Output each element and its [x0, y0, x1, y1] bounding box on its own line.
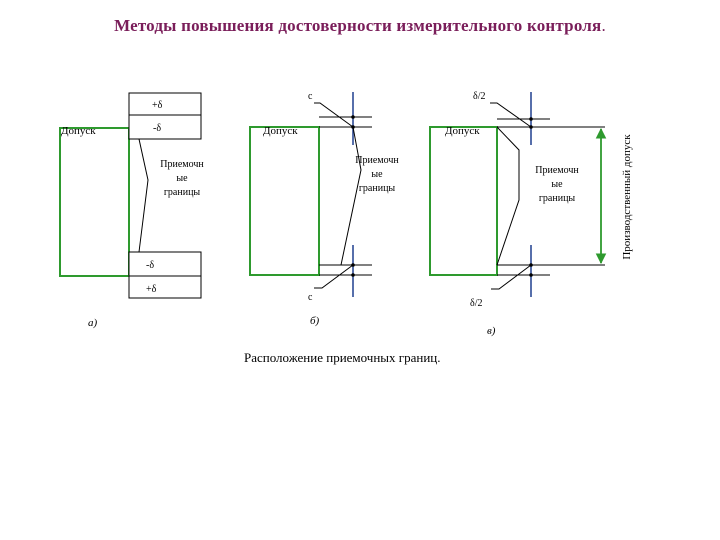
plus-delta-band-top — [128, 92, 202, 116]
diagram-b: Допуск c c Приемочн ые границы б) — [249, 91, 399, 327]
diagram-a: Допуск +δ -δ -δ +δ Приемочн ые границы а… — [59, 92, 204, 329]
c-label-bottom: c — [308, 292, 313, 303]
acceptance-label-b-3: границы — [359, 183, 396, 194]
tolerance-label-c: Допуск — [445, 125, 480, 137]
plus-delta-label-bottom: +δ — [146, 284, 157, 295]
diagram-label-a: а) — [88, 317, 98, 329]
half-delta-label-bottom: δ/2 — [470, 298, 483, 309]
acceptance-label-a-3: границы — [164, 187, 201, 198]
acceptance-bracket-a — [138, 138, 149, 253]
tolerance-label-b: Допуск — [263, 125, 298, 137]
figure-caption: Расположение приемочных границ. — [244, 350, 441, 365]
minus-delta-label-top: -δ — [153, 123, 161, 134]
diagram-label-c: в) — [487, 325, 496, 337]
c-label-top: c — [308, 91, 313, 102]
production-tolerance-label: Производственный допуск — [621, 134, 633, 260]
acceptance-label-c-3: границы — [539, 193, 576, 204]
half-delta-label-top: δ/2 — [473, 91, 486, 102]
acceptance-label-b-2: ые — [371, 169, 383, 180]
minus-delta-band-bottom — [128, 251, 202, 277]
acceptance-label-c-2: ые — [551, 179, 563, 190]
minus-delta-band-top — [128, 114, 202, 140]
acceptance-label-a-1: Приемочн — [160, 159, 204, 170]
acceptance-label-b-1: Приемочн — [355, 155, 399, 166]
minus-delta-label-bottom: -δ — [146, 260, 154, 271]
page-title: Методы повышения достоверности измерител… — [114, 16, 606, 35]
tolerance-box-a — [59, 127, 130, 277]
acceptance-label-a-2: ые — [176, 173, 188, 184]
acceptance-label-c-1: Приемочн — [535, 165, 579, 176]
diagram-label-b: б) — [310, 315, 320, 327]
acceptance-bracket-c — [496, 126, 520, 266]
plus-delta-band-bottom — [128, 275, 202, 299]
acceptance-bracket-b — [340, 126, 362, 266]
tolerance-label-a: Допуск — [61, 125, 96, 137]
plus-delta-label-top: +δ — [152, 100, 163, 111]
diagram-c: Допуск δ/2 δ/2 Приемочн ые границы Произ… — [429, 91, 633, 337]
tolerance-box-b — [249, 126, 320, 276]
tolerance-box-c — [429, 126, 498, 276]
